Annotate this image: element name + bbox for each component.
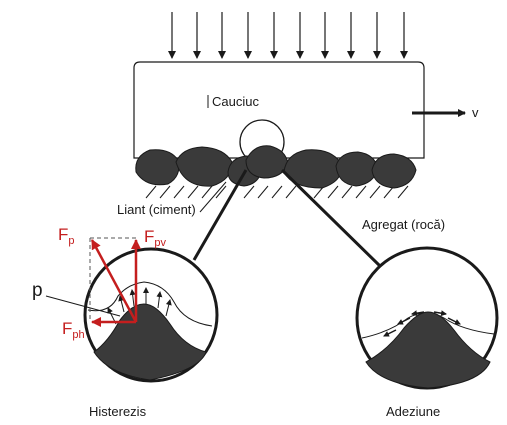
fp-arrow <box>90 239 138 323</box>
aggregate-label: Agregat (rocă) <box>362 217 445 232</box>
pressure-label: p <box>32 280 43 301</box>
hysteresis-label: Histerezis <box>89 404 147 419</box>
rubber-label: Cauciuc <box>212 94 259 109</box>
force-dashed-guides <box>89 237 136 322</box>
fpv-label: Fpv <box>144 227 167 249</box>
hysteresis-rubber-line <box>87 281 213 327</box>
adhesion-arrows <box>383 310 461 337</box>
binder-label-pointer <box>199 181 227 213</box>
adhesion-label: Adeziune <box>386 404 440 419</box>
adhesion-connector <box>280 168 382 268</box>
fp-label: Fp <box>58 225 75 247</box>
pressure-pointer <box>45 295 121 317</box>
hysteresis-connector <box>192 169 248 261</box>
binder-label: Liant (ciment) <box>117 202 196 217</box>
rubber-block <box>133 61 425 159</box>
pressure-arrows <box>107 287 172 325</box>
adhesion-stone <box>365 311 491 389</box>
load-arrows <box>168 12 408 59</box>
binder-hatching <box>145 185 409 199</box>
velocity-label: v <box>472 105 479 120</box>
fph-label: Fph <box>62 319 85 341</box>
